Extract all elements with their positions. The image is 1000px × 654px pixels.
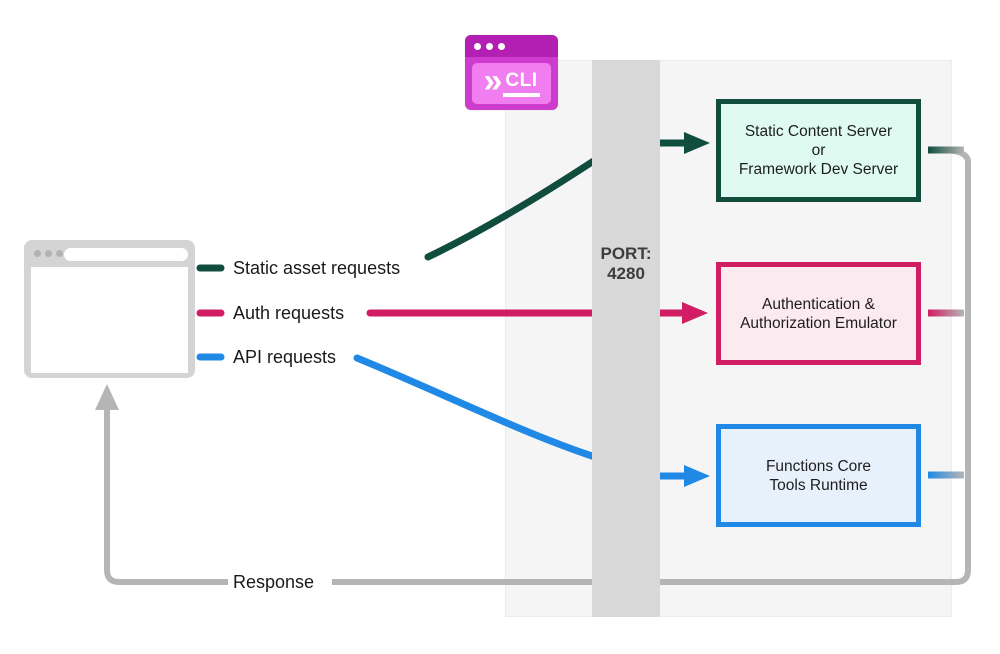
browser-page <box>31 267 188 373</box>
static-requests-label: Static asset requests <box>233 258 401 278</box>
browser-window-icon <box>24 240 195 378</box>
cli-label: CLI <box>503 70 540 97</box>
browser-dots-icon <box>34 250 63 257</box>
chevron-prompt-icon: » <box>483 61 503 100</box>
response-label: Response <box>233 572 315 592</box>
cli-titlebar <box>465 35 558 57</box>
box-text-line: Static Content Server <box>744 123 893 140</box>
port-label-line2: 4280 <box>607 264 645 283</box>
auth-requests-label: Auth requests <box>233 303 345 323</box>
box-text-line: Tools Runtime <box>769 476 868 494</box>
browser-address-bar <box>64 248 188 261</box>
box-text-line: Framework Dev Server <box>738 161 899 178</box>
api-requests-label: API requests <box>233 347 337 367</box>
functions-runtime-box: Functions Core Tools Runtime <box>716 424 921 527</box>
window-dots-icon <box>474 43 505 50</box>
port-bar: PORT: 4280 <box>592 60 660 617</box>
cli-screen: » CLI <box>472 63 551 104</box>
port-label: PORT: 4280 <box>592 244 660 284</box>
response-path-left <box>95 384 228 585</box>
auth-emulator-box: Authentication & Authorization Emulator <box>716 262 921 365</box>
static-content-server-box: Static Content Server or Framework Dev S… <box>716 99 921 202</box>
box-text-line: Functions Core <box>765 457 872 475</box>
cli-terminal-icon: » CLI <box>465 35 558 110</box>
box-text-line: Authentication & <box>762 295 875 313</box>
box-text-line: Authorization Emulator <box>740 314 897 332</box>
box-text-line: or <box>811 142 826 159</box>
port-label-line1: PORT: <box>600 244 652 263</box>
